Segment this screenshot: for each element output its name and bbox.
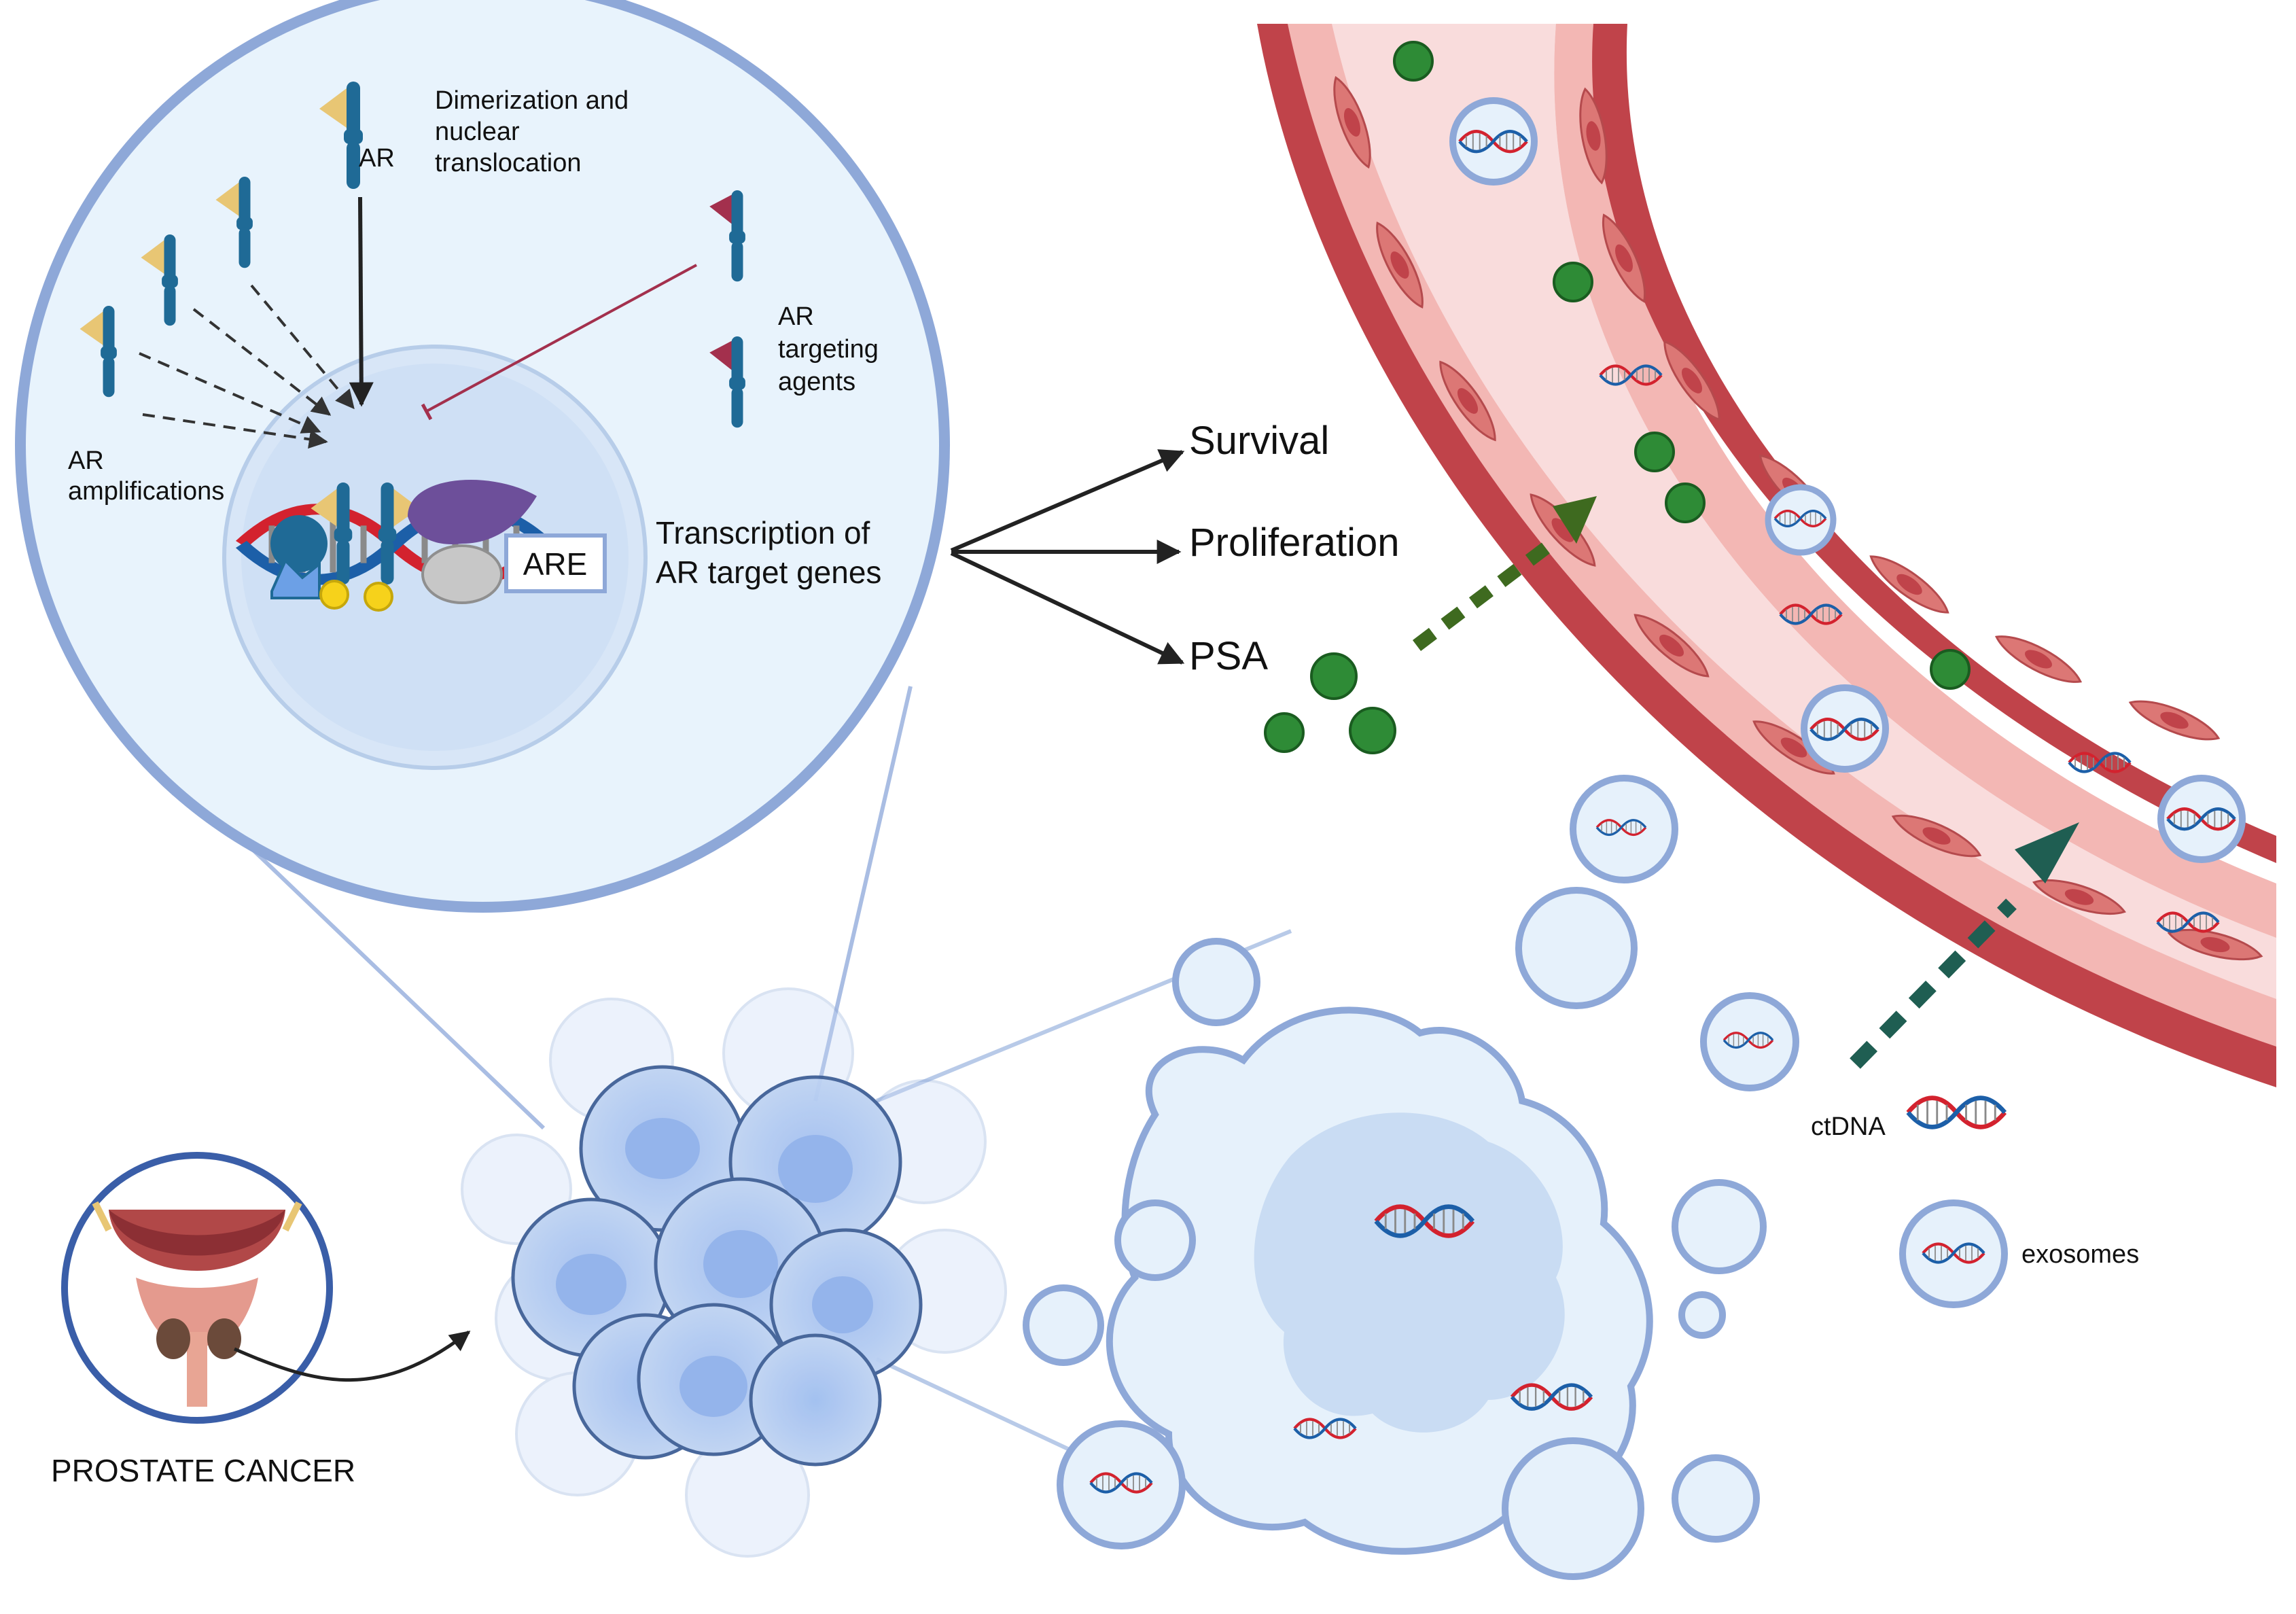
psa-label: PSA [1189, 634, 1268, 678]
svg-text:amplifications: amplifications [68, 477, 224, 506]
ctdna-legend: ctDNA [1811, 1098, 2005, 1141]
psa-molecules [1264, 41, 1971, 754]
tumor-cell-magnified [1106, 1006, 1653, 1555]
svg-text:nuclear: nuclear [435, 118, 520, 146]
are-label: ARE [523, 546, 588, 582]
svg-text:AR: AR [778, 302, 814, 331]
svg-text:Dimerization and: Dimerization and [435, 86, 629, 115]
svg-text:translocation: translocation [435, 149, 581, 177]
outcome-arrows [950, 449, 1185, 665]
vessel-exosomes [1449, 97, 2246, 863]
ctdna-to-blood-arrow [1850, 822, 2079, 1069]
svg-text:AR: AR [68, 446, 104, 475]
ar-amplifications-label: AR amplifications [68, 446, 224, 506]
inhibition-line [421, 264, 697, 421]
ar-label: AR [359, 144, 395, 173]
transcription-complex: ARE [270, 480, 607, 612]
prostate-icon [61, 1152, 471, 1424]
transcription-label: Transcription of AR target genes [656, 515, 881, 590]
zoom-cone [222, 686, 1292, 1463]
svg-text:exosomes: exosomes [2021, 1240, 2139, 1269]
proliferation-label: Proliferation [1189, 521, 1399, 565]
svg-text:Transcription of: Transcription of [656, 515, 870, 550]
translocation-arrows [139, 196, 374, 449]
svg-text:agents: agents [778, 368, 855, 396]
tumor-cell-cluster [461, 987, 1007, 1558]
prostate-cancer-label: PROSTATE CANCER [51, 1453, 355, 1488]
svg-text:AR target genes: AR target genes [656, 555, 881, 590]
svg-text:ctDNA: ctDNA [1811, 1112, 1886, 1141]
psa-to-blood-arrow [1412, 496, 1597, 651]
dimerization-label: Dimerization and nuclear translocation [435, 86, 629, 177]
exosomes-legend: exosomes [1899, 1199, 2139, 1308]
blood-vessel [1257, 24, 2276, 1087]
survival-label: Survival [1189, 419, 1329, 463]
ar-targeting-agents-label: AR targeting agents [778, 302, 879, 396]
svg-text:targeting: targeting [778, 335, 879, 364]
